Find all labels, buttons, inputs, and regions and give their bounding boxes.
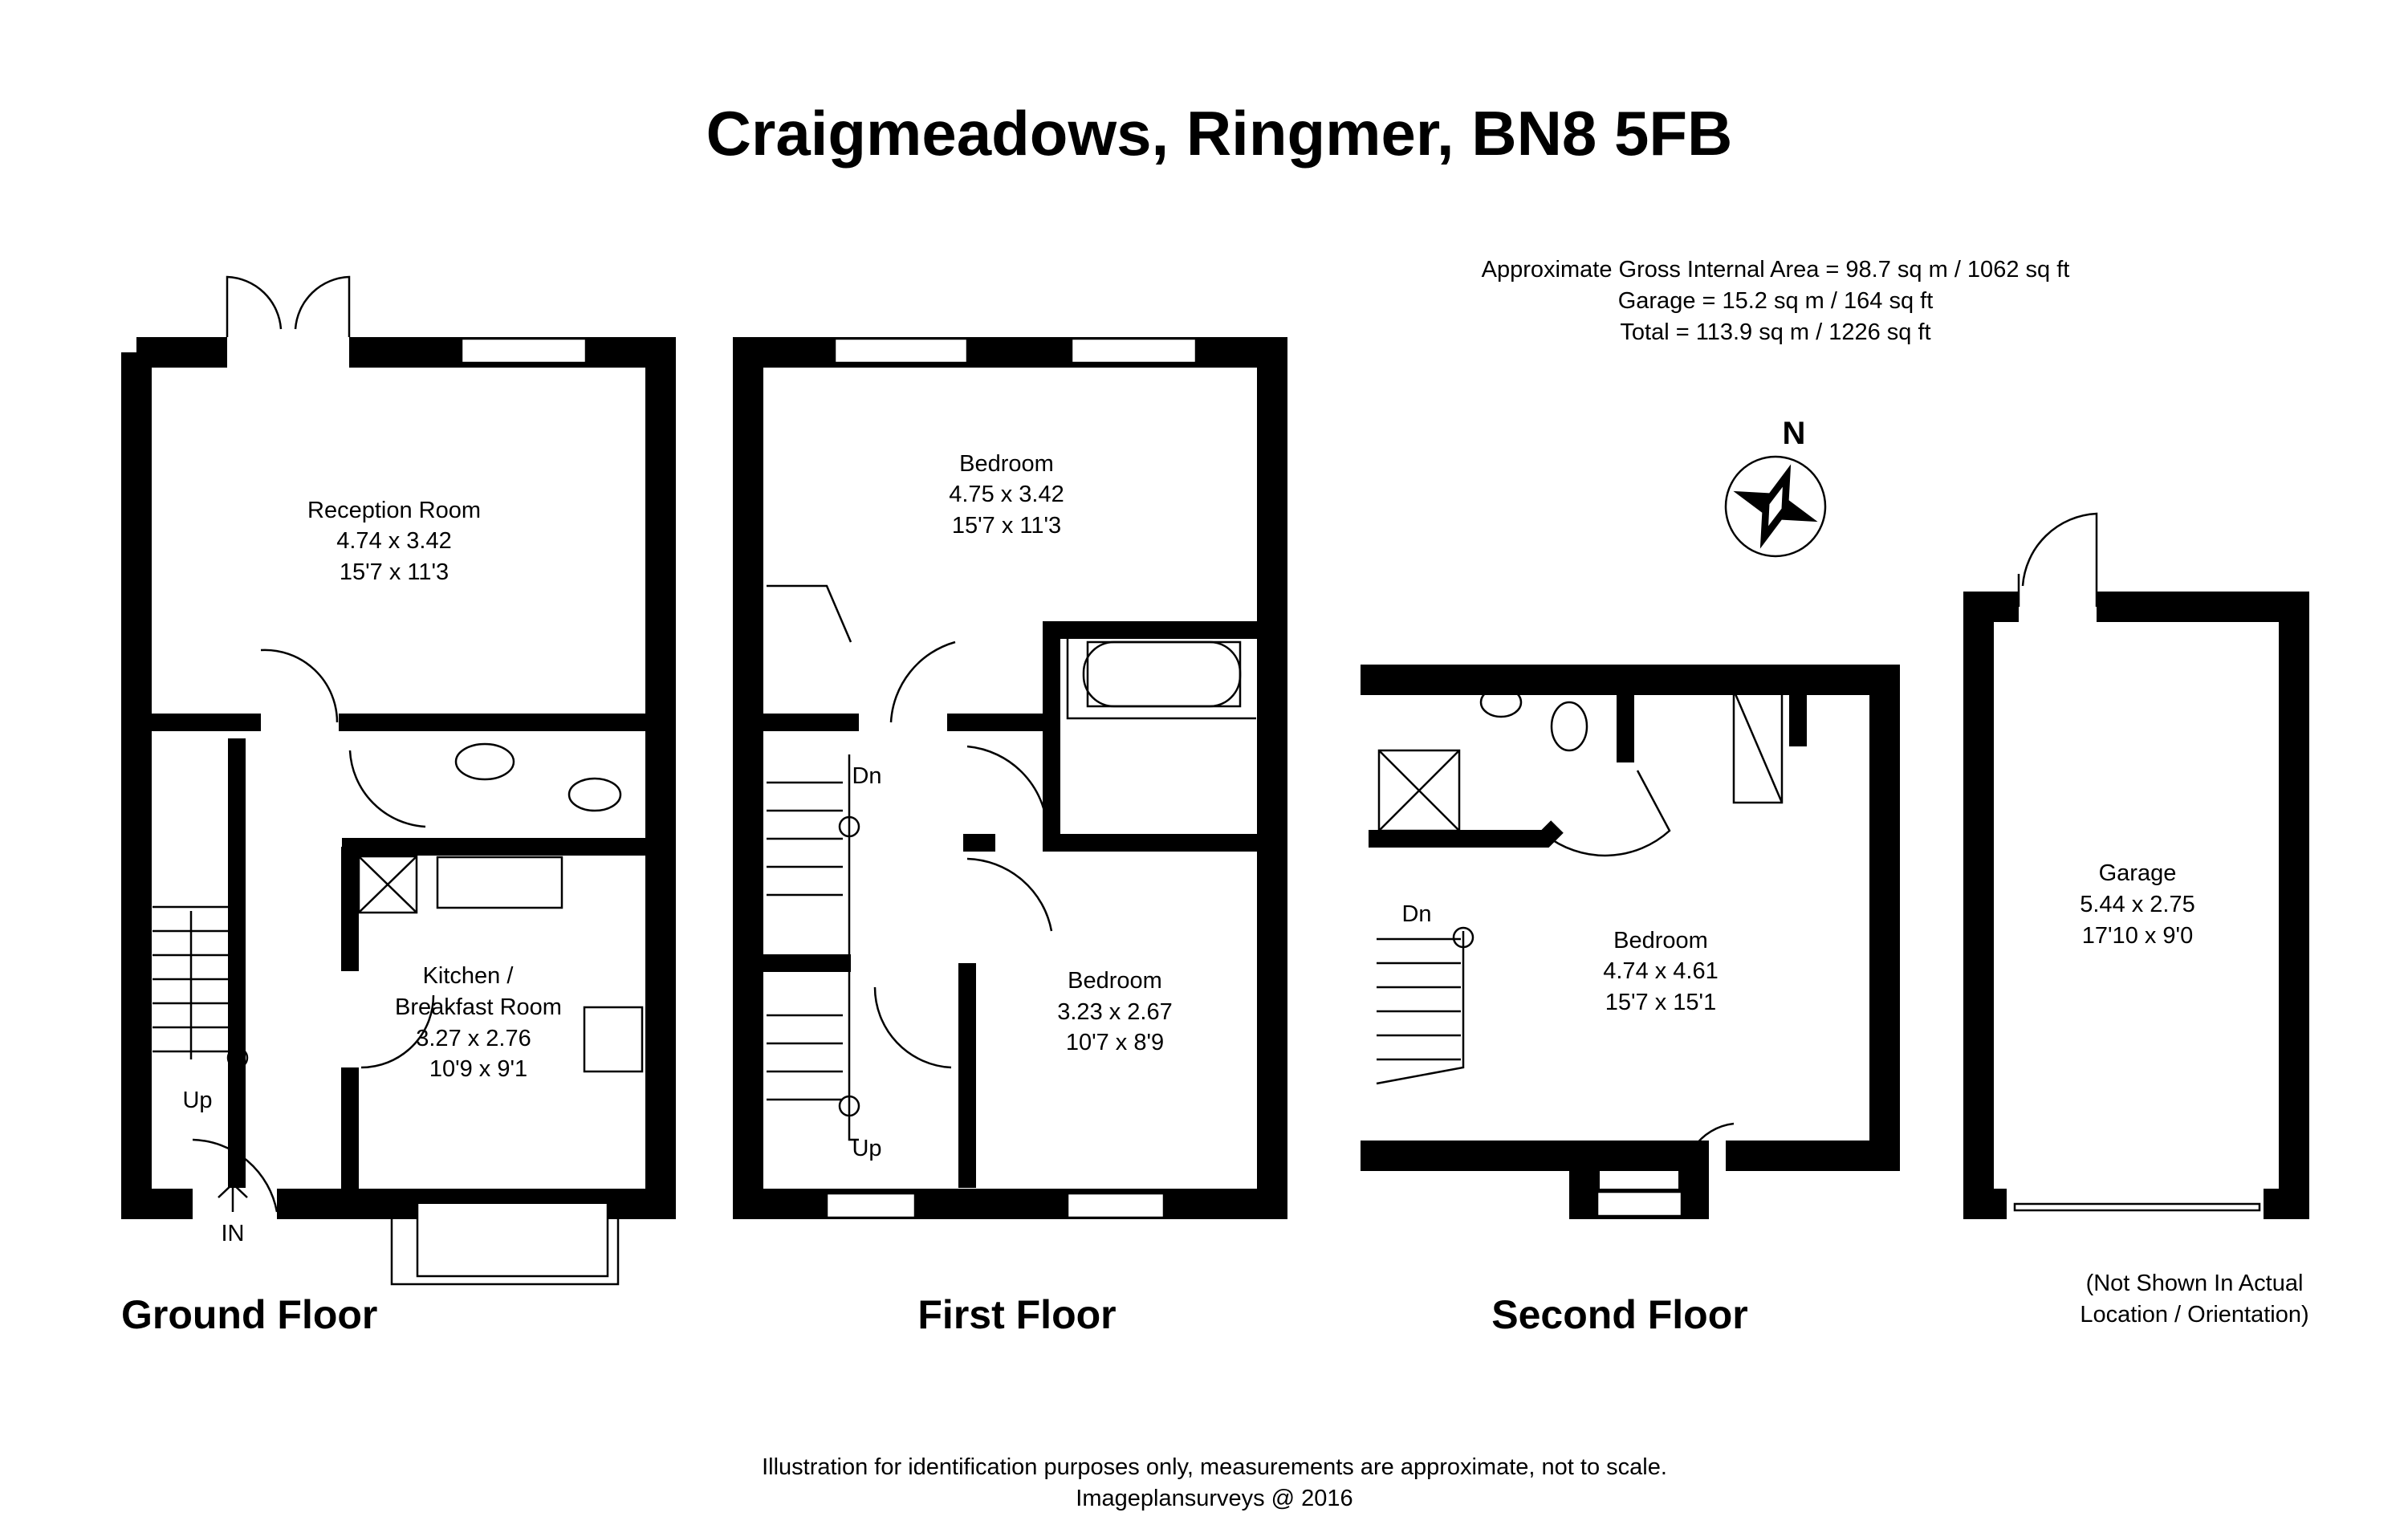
first-floor-label: First Floor [917, 1292, 1116, 1337]
floors-first-stairs_up-text: Up [852, 1136, 881, 1161]
floors-second-bedroom-imperial-text: 15'7 x 15'1 [1605, 990, 1716, 1015]
floors-ground-reception-name-text: Reception Room [307, 498, 481, 523]
floors-ground-kitchen-name1-text: Kitchen / [423, 963, 515, 989]
floors-first-bedroom2-name-text: Bedroom [1068, 968, 1162, 994]
copyright: Imageplansurveys @ 2016 [1076, 1486, 1352, 1511]
entrance-label: IN [222, 1221, 245, 1246]
floors-second-stairs_down-text: Dn [1401, 901, 1431, 927]
ground-floor-label: Ground Floor [121, 1292, 377, 1337]
compass-label-text: N [1783, 416, 1806, 451]
second-floor-plan: Bedroom 4.74 x 4.61 15'7 x 15'1 Dn [1361, 665, 1900, 1219]
floors-second-bedroom-name-text: Bedroom [1613, 928, 1708, 954]
floors-second-bedroom-metric-text: 4.74 x 4.61 [1603, 958, 1719, 984]
floors-ground-kitchen-metric-text: 3.27 x 2.76 [416, 1026, 531, 1051]
floors-first-bedroom1-metric-text: 4.75 x 3.42 [949, 482, 1064, 507]
floors-first-stairs_down-text: Dn [852, 763, 881, 789]
garage-area: Garage = 15.2 sq m / 164 sq ft [1618, 288, 1934, 314]
floors-garage-metric-text: 5.44 x 2.75 [2080, 892, 2195, 917]
floors-first-bedroom2-imperial-text: 10'7 x 8'9 [1066, 1030, 1164, 1055]
second-floor-label: Second Floor [1491, 1292, 1747, 1337]
ground-floor-plan: Reception Room 4.74 x 3.42 15'7 x 11'3 K… [121, 275, 676, 1286]
floors-ground-kitchen-imperial-text: 10'9 x 9'1 [429, 1056, 527, 1082]
floors-ground-stairs-text: Up [182, 1088, 212, 1113]
total-area: Total = 113.9 sq m / 1226 sq ft [1620, 319, 1930, 345]
floors-ground-kitchen-name2-text: Breakfast Room [395, 994, 562, 1020]
area-summary: Approximate Gross Internal Area = 98.7 s… [1482, 257, 2070, 345]
compass-icon: N [1724, 416, 1827, 558]
floors-garage-name-text: Garage [2099, 860, 2177, 886]
first-floor-plan: Bedroom 4.75 x 3.42 15'7 x 11'3 Bedroom … [733, 337, 1287, 1219]
garage-note-2: Location / Orientation) [2080, 1302, 2308, 1328]
disclaimer: Illustration for identification purposes… [762, 1454, 1667, 1480]
gross-internal-area: Approximate Gross Internal Area = 98.7 s… [1482, 257, 2070, 283]
floors-first-bedroom1-imperial-text: 15'7 x 11'3 [952, 513, 1061, 539]
garage-plan: Garage 5.44 x 2.75 17'10 x 9'0 [1963, 512, 2309, 1219]
floors-ground-reception-imperial-text: 15'7 x 11'3 [340, 559, 449, 585]
floors-ground-reception-metric-text: 4.74 x 3.42 [336, 528, 452, 554]
floors-first-bedroom1-name-text: Bedroom [959, 451, 1054, 477]
garage-note: (Not Shown In Actual [2086, 1271, 2304, 1296]
floors-first-bedroom2-metric-text: 3.23 x 2.67 [1057, 999, 1173, 1025]
page-title: Craigmeadows, Ringmer, BN8 5FB [706, 98, 1733, 169]
floors-garage-imperial-text: 17'10 x 9'0 [2082, 923, 2193, 949]
